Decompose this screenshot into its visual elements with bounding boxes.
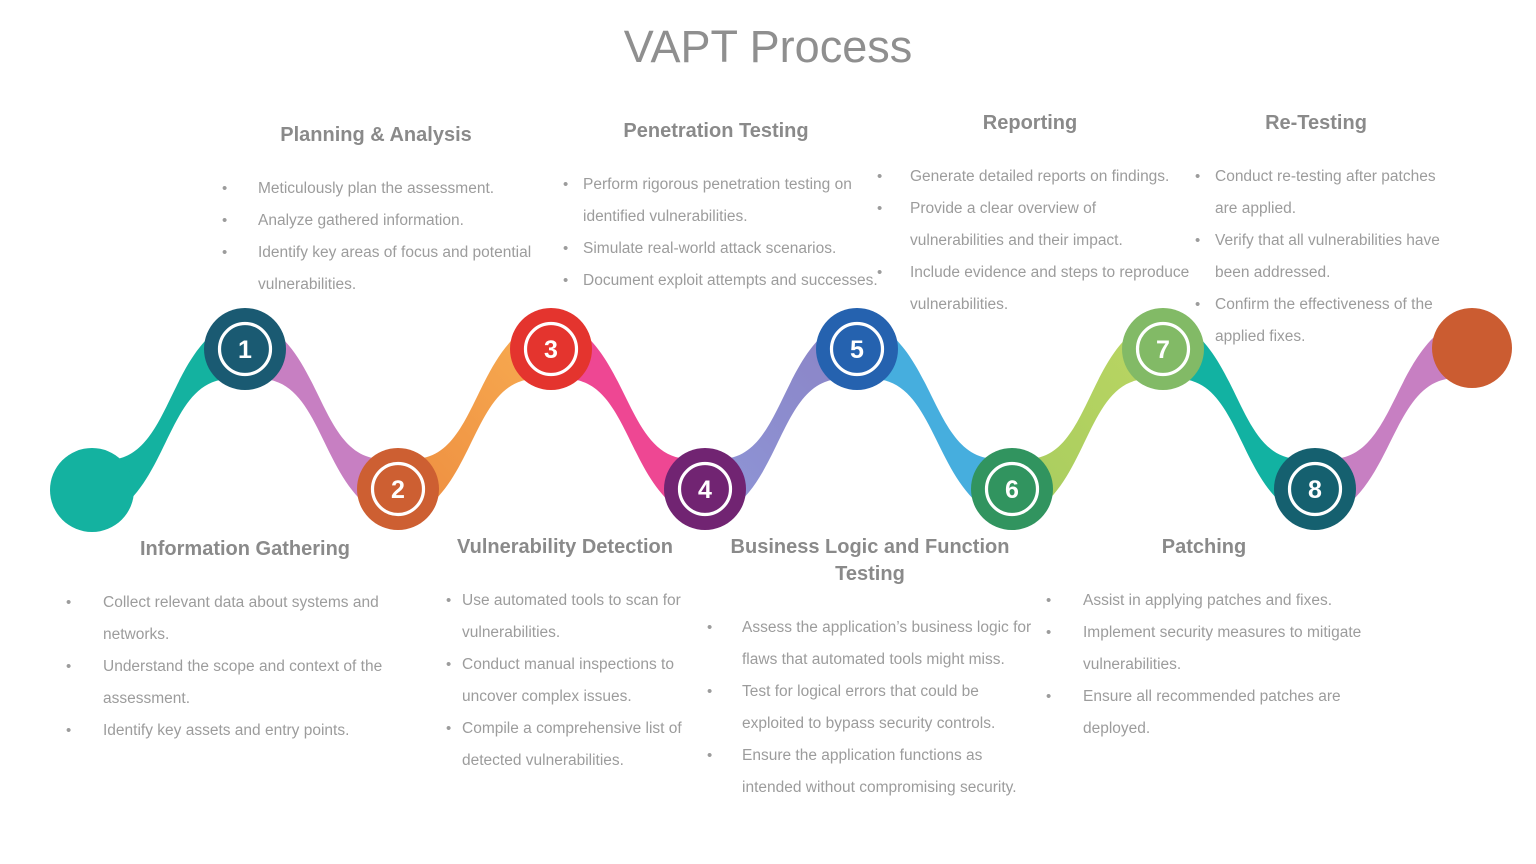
start-node xyxy=(50,448,134,532)
step-number-ring xyxy=(1135,321,1191,377)
step-number: 2 xyxy=(391,476,405,504)
step-title: Business Logic and Function Testing xyxy=(730,536,1010,585)
step-title: Information Gathering xyxy=(140,538,350,560)
step-bullet: Ensure the application functions as inte… xyxy=(707,740,1040,804)
step-title: Planning & Analysis xyxy=(280,124,472,146)
step-bullet: Meticulously plan the assessment. xyxy=(222,173,541,205)
step-bullet: Test for logical errors that could be ex… xyxy=(707,676,1040,740)
step-bullet: Identify key areas of focus and potentia… xyxy=(222,237,541,301)
step-number-ring xyxy=(829,321,885,377)
step-title: Penetration Testing xyxy=(623,120,809,142)
ribbon-segment-4 xyxy=(705,317,857,521)
step-title: Patching xyxy=(1161,536,1247,558)
step-number-ring xyxy=(217,321,273,377)
step-bullet-list: Collect relevant data about systems and … xyxy=(62,587,428,747)
ribbon-segment-8 xyxy=(1315,316,1472,521)
step-block-business-logic-and-function-testing: Business Logic and Function TestingAsses… xyxy=(700,534,1040,804)
step-number: 5 xyxy=(850,336,864,364)
step-bullet: Conduct re-testing after patches are app… xyxy=(1195,161,1446,225)
step-circle-business-logic-and-function-testing xyxy=(816,308,898,390)
step-circle-penetration-testing xyxy=(664,448,746,530)
step-number-ring xyxy=(523,321,579,377)
step-bullet: Compile a comprehensive list of detected… xyxy=(446,713,693,777)
step-bullet: Implement security measures to mitigate … xyxy=(1046,617,1368,681)
ribbon-segment-2 xyxy=(398,317,551,521)
step-block-vulnerability-detection: Vulnerability DetectionUse automated too… xyxy=(437,534,693,777)
step-block-penetration-testing: Penetration TestingPerform rigorous pene… xyxy=(551,118,881,297)
step-title: Vulnerability Detection xyxy=(457,536,673,558)
step-number-ring xyxy=(1287,461,1343,517)
step-bullet: Simulate real-world attack scenarios. xyxy=(563,233,881,265)
step-bullet: Understand the scope and context of the … xyxy=(66,651,428,715)
page-title: VAPT Process xyxy=(623,21,913,72)
step-bullet: Identify key assets and entry points. xyxy=(66,715,428,747)
step-number: 7 xyxy=(1156,336,1170,364)
step-circle-re-testing xyxy=(1274,448,1356,530)
end-node xyxy=(1432,308,1512,388)
step-bullet-list: Generate detailed reports on findings.Pr… xyxy=(870,161,1190,321)
step-bullet: Verify that all vulnerabilities have bee… xyxy=(1195,225,1446,289)
step-bullet: Conduct manual inspections to uncover co… xyxy=(446,649,693,713)
step-block-reporting: ReportingGenerate detailed reports on fi… xyxy=(870,110,1190,321)
step-number: 6 xyxy=(1005,476,1019,504)
step-bullet-list: Conduct re-testing after patches are app… xyxy=(1186,161,1446,353)
step-title: Reporting xyxy=(982,112,1078,134)
step-circle-vulnerability-detection xyxy=(510,308,592,390)
ribbon-segment-7 xyxy=(1163,317,1315,521)
step-number: 4 xyxy=(698,476,712,504)
step-circle-patching xyxy=(1122,308,1204,390)
step-title: Re-Testing xyxy=(1265,112,1367,134)
step-bullet-list: Use automated tools to scan for vulnerab… xyxy=(437,585,693,777)
ribbon-segment-3 xyxy=(551,317,705,521)
step-number-ring xyxy=(677,461,733,517)
step-circle-reporting xyxy=(971,448,1053,530)
step-bullet-list: Meticulously plan the assessment.Analyze… xyxy=(211,173,541,301)
step-bullet: Generate detailed reports on findings. xyxy=(877,161,1190,193)
step-number: 1 xyxy=(238,336,252,364)
step-circle-planning-analysis xyxy=(357,448,439,530)
step-bullet-list: Perform rigorous penetration testing on … xyxy=(551,169,881,297)
step-bullet: Analyze gathered information. xyxy=(222,205,541,237)
step-bullet-list: Assist in applying patches and fixes.Imp… xyxy=(1040,585,1368,745)
step-block-patching: PatchingAssist in applying patches and f… xyxy=(1040,534,1368,745)
ribbon-segment-0 xyxy=(92,317,245,522)
step-number: 3 xyxy=(544,336,558,364)
step-block-information-gathering: Information GatheringCollect relevant da… xyxy=(62,536,428,747)
step-number-ring xyxy=(984,461,1040,517)
step-bullet: Assess the application’s business logic … xyxy=(707,612,1040,676)
step-block-re-testing: Re-TestingConduct re-testing after patch… xyxy=(1186,110,1446,353)
ribbon-segment-5 xyxy=(857,317,1012,521)
step-bullet: Provide a clear overview of vulnerabilit… xyxy=(877,193,1190,257)
ribbon-segment-6 xyxy=(1012,317,1163,521)
step-number-ring xyxy=(370,461,426,517)
step-circle-information-gathering xyxy=(204,308,286,390)
step-bullet: Ensure all recommended patches are deplo… xyxy=(1046,681,1368,745)
step-block-planning-analysis: Planning & AnalysisMeticulously plan the… xyxy=(211,122,541,301)
step-bullet-list: Assess the application’s business logic … xyxy=(700,612,1040,804)
step-bullet: Perform rigorous penetration testing on … xyxy=(563,169,881,233)
step-bullet: Assist in applying patches and fixes. xyxy=(1046,585,1368,617)
step-bullet: Include evidence and steps to reproduce … xyxy=(877,257,1190,321)
ribbon-segment-1 xyxy=(245,317,398,521)
step-bullet: Document exploit attempts and successes. xyxy=(563,265,881,297)
step-bullet: Collect relevant data about systems and … xyxy=(66,587,428,651)
step-bullet: Use automated tools to scan for vulnerab… xyxy=(446,585,693,649)
step-bullet: Confirm the effectiveness of the applied… xyxy=(1195,289,1446,353)
step-number: 8 xyxy=(1308,476,1322,504)
